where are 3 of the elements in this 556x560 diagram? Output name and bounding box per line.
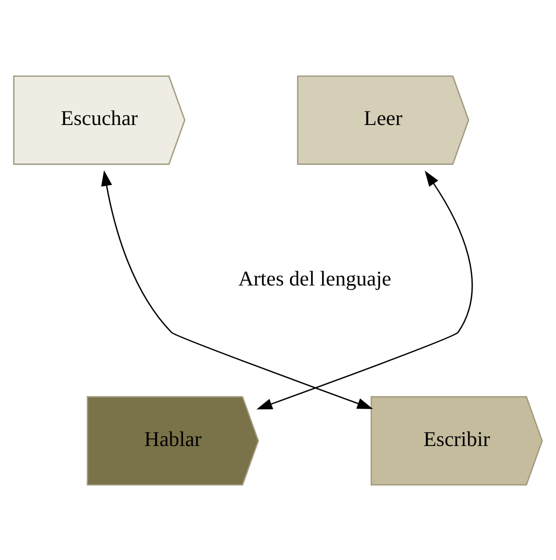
label: Artes del lenguaje — [238, 266, 392, 290]
arrow — [101, 170, 373, 409]
arrow — [256, 170, 473, 409]
